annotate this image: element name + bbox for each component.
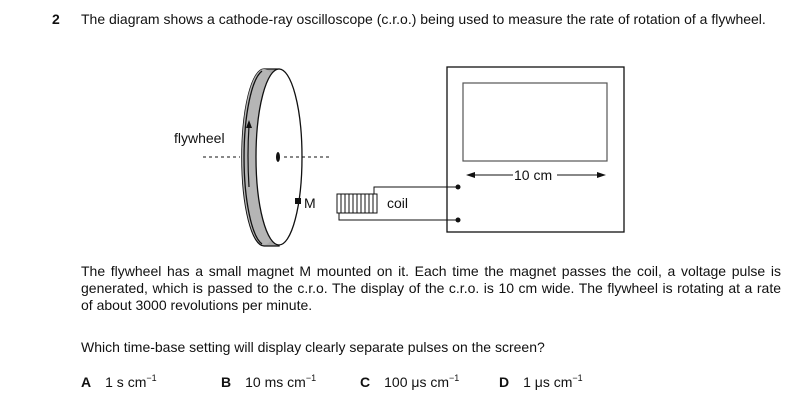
option-exponent: −1 xyxy=(305,373,317,383)
question-stem: The diagram shows a cathode-ray oscillos… xyxy=(81,11,766,27)
screen-width-label: 10 cm xyxy=(514,167,552,183)
flywheel-drawing xyxy=(203,68,332,247)
coil-icon xyxy=(336,186,458,221)
arrow-right-icon xyxy=(597,172,606,178)
terminal-icon xyxy=(455,217,461,223)
magnet-icon xyxy=(295,198,301,204)
arrow-left-icon xyxy=(466,172,475,178)
option-exponent: −1 xyxy=(572,373,583,383)
flywheel-label: flywheel xyxy=(174,130,225,146)
option-letter: D xyxy=(499,374,510,390)
question-number: 2 xyxy=(52,11,60,27)
option-value: 1 μs cm xyxy=(523,374,573,390)
option-exponent: −1 xyxy=(146,373,157,383)
option-letter: A xyxy=(81,374,92,390)
option-value: 100 μs cm xyxy=(384,374,449,390)
option-value: 1 s cm xyxy=(105,374,147,390)
option-letter: C xyxy=(360,374,371,390)
option-b[interactable]: B 10 ms cm−1 xyxy=(221,373,316,390)
option-value: 10 ms cm xyxy=(245,374,306,390)
option-d[interactable]: D 1 μs cm−1 xyxy=(499,373,583,390)
info-paragraph: The flywheel has a small magnet M mounte… xyxy=(81,263,781,313)
terminal-icon xyxy=(455,184,461,190)
diagram: flywheel M coil 10 cm xyxy=(174,66,625,247)
magnet-label: M xyxy=(304,195,316,211)
option-c[interactable]: C 100 μs cm−1 xyxy=(360,373,459,390)
option-a[interactable]: A 1 s cm−1 xyxy=(81,373,157,390)
oscilloscope xyxy=(446,66,625,233)
cro-screen xyxy=(462,82,608,162)
option-exponent: −1 xyxy=(449,373,460,383)
question-text: Which time-base setting will display cle… xyxy=(81,339,545,355)
option-letter: B xyxy=(221,374,232,390)
coil-label: coil xyxy=(387,195,408,211)
